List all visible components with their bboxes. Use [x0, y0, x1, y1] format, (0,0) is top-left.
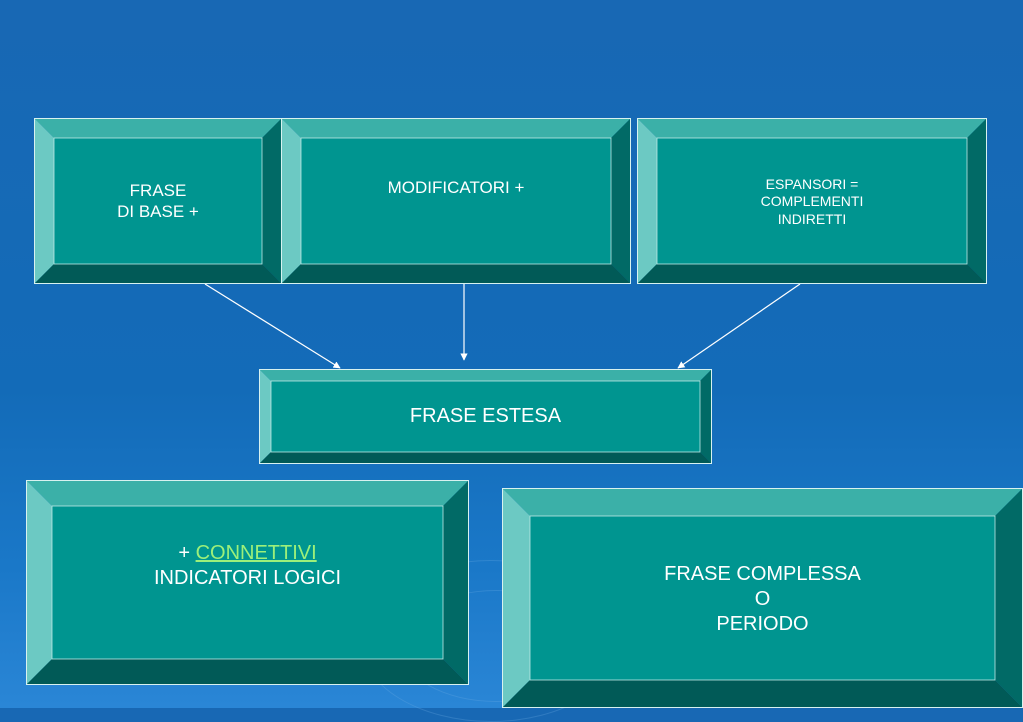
box-outline — [281, 118, 631, 284]
bevel-bottom — [259, 452, 712, 464]
modificatori-line1: MODIFICATORI + — [387, 178, 525, 198]
connettivi-line2: INDICATORI LOGICI — [153, 567, 342, 589]
arrow-espansori-to-estesa — [677, 283, 801, 369]
bevel-top — [637, 118, 987, 138]
box-bevel-frame — [502, 488, 1023, 708]
box-bevel-frame — [281, 118, 631, 284]
modificatori-label: MODIFICATORI + — [281, 174, 631, 202]
espansori-label: ESPANSORI = COMPLEMENTI INDIRETTI — [637, 170, 987, 234]
frase-complessa-label: FRASE COMPLESSA O PERIODO — [502, 554, 1023, 644]
bevel-top — [281, 118, 631, 138]
bevel-bottom — [281, 264, 631, 284]
bevel-bottom — [637, 264, 987, 284]
box-face — [51, 505, 444, 660]
bevel-top — [259, 369, 712, 381]
bevel-left — [259, 369, 271, 464]
bevel-top — [34, 118, 282, 138]
bevel-left — [281, 118, 301, 284]
bevel-top — [26, 480, 469, 506]
bevel-bottom — [34, 264, 282, 284]
frase-base-line1: FRASE — [129, 180, 187, 200]
frase-complessa-line2: O — [754, 587, 771, 610]
bevel-right — [611, 118, 631, 284]
frase-estesa-label: FRASE ESTESA — [259, 369, 712, 464]
espansori-line1: ESPANSORI = — [765, 175, 859, 192]
frase-complessa-line3: PERIODO — [716, 612, 809, 635]
box-outline — [259, 369, 712, 464]
frase-estesa-line1: FRASE ESTESA — [409, 405, 562, 427]
arrow-base-to-estesa — [204, 283, 341, 369]
connettivi-label: + CONNETTIVI INDICATORI LOGICI — [26, 536, 469, 596]
bevel-left — [637, 118, 657, 284]
bevel-right — [443, 480, 469, 685]
box-bevel-frame — [26, 480, 469, 685]
espansori-line3: INDIRETTI — [777, 210, 847, 227]
box-espansori: ESPANSORI = COMPLEMENTI INDIRETTI — [637, 118, 987, 284]
box-outline — [26, 480, 469, 685]
box-modificatori: MODIFICATORI + — [281, 118, 631, 284]
box-frase-base: FRASE DI BASE + — [34, 118, 282, 284]
box-face — [656, 137, 968, 265]
box-face — [300, 137, 612, 265]
bevel-right — [700, 369, 712, 464]
box-frase-estesa: FRASE ESTESA — [259, 369, 712, 464]
box-face — [529, 515, 996, 681]
connettivi-prefix: + — [178, 542, 196, 564]
frase-complessa-line1: FRASE COMPLESSA — [664, 562, 861, 585]
bevel-top — [502, 488, 1023, 516]
bevel-bottom — [26, 659, 469, 685]
box-face — [270, 380, 701, 453]
bevel-right — [262, 118, 282, 284]
espansori-line2: COMPLEMENTI — [760, 193, 864, 210]
bevel-left — [26, 480, 52, 685]
box-face — [53, 137, 263, 265]
box-bevel-frame — [34, 118, 282, 284]
box-outline — [637, 118, 987, 284]
frase-base-label: FRASE DI BASE + — [34, 118, 282, 284]
bevel-left — [34, 118, 54, 284]
bevel-right — [995, 488, 1023, 708]
box-bevel-frame — [259, 369, 712, 464]
box-bevel-frame — [637, 118, 987, 284]
frase-base-line2: DI BASE + — [117, 202, 199, 221]
bevel-left — [502, 488, 530, 708]
box-connettivi: + CONNETTIVI INDICATORI LOGICI — [26, 480, 469, 685]
connettivi-link[interactable]: CONNETTIVI — [195, 542, 317, 564]
box-frase-complessa: FRASE COMPLESSA O PERIODO — [502, 488, 1023, 708]
bevel-right — [967, 118, 987, 284]
bevel-bottom — [502, 680, 1023, 708]
connettivi-line1: + CONNETTIVI — [178, 541, 316, 566]
